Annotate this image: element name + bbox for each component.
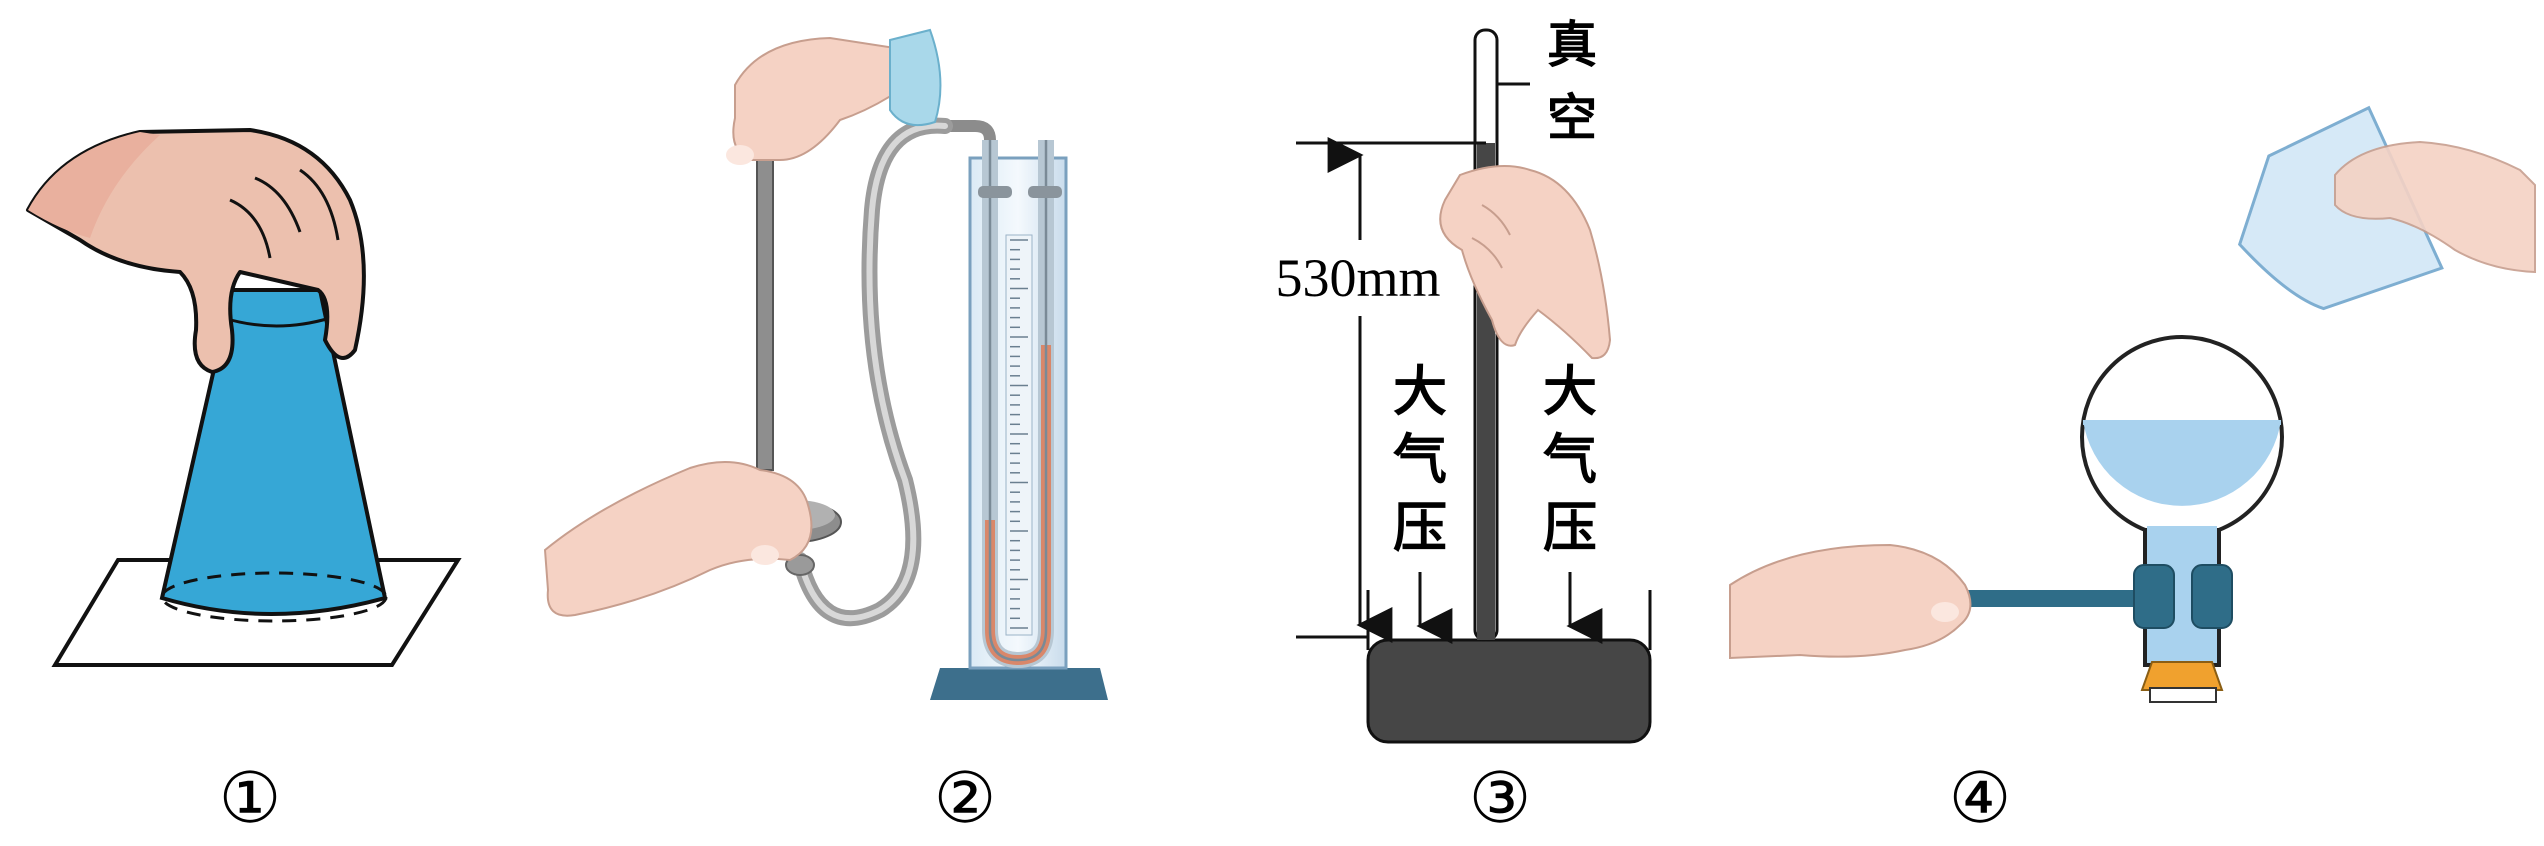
vacuum-label-2: 空 (1547, 89, 1597, 147)
atmospheric-pressure-left-1: 大 (1393, 360, 1447, 423)
height-label: 530mm (1275, 248, 1440, 308)
atmospheric-pressure-right-2: 气 (1543, 428, 1597, 491)
barometer-tube-icon (1473, 28, 1499, 642)
atmospheric-pressure-right-1: 大 (1543, 360, 1597, 423)
vacuum-label-1: 真 (1547, 16, 1597, 74)
hand-icon (726, 28, 942, 165)
gauge-stand-base (930, 668, 1108, 700)
hand-icon (26, 128, 366, 374)
atmospheric-pressure-left-2: 气 (1393, 428, 1447, 491)
mercury-basin (1366, 638, 1652, 744)
figure-1-cup-on-paper: ① (26, 128, 462, 838)
hand-icon (1439, 165, 1612, 360)
u-tube (982, 140, 1054, 669)
gauge-scale (1005, 234, 1033, 636)
figure-number-2: ② (934, 761, 997, 838)
figure-number-1: ① (219, 761, 282, 838)
hand-icon (543, 460, 813, 617)
atmospheric-pressure-right-3: 压 (1543, 496, 1597, 559)
clamp-handle (1960, 590, 2144, 607)
hand-icon (2334, 140, 2536, 274)
flask-icon (2080, 335, 2284, 667)
figure-3-torricelli-barometer: 真 空 530mm 大 气 压 大 气 压 ③ (1262, 16, 1652, 838)
rubber-stopper (2140, 661, 2224, 691)
atmospheric-pressure-left-3: 压 (1393, 496, 1447, 559)
figure-2-pressure-gauge: ② (543, 28, 1108, 838)
probe-rod (756, 139, 774, 471)
figure-number-4: ④ (1949, 761, 2012, 838)
figure-4-flask-experiment: ④ (1729, 105, 2536, 838)
figure-number-3: ③ (1469, 761, 1532, 838)
hand-icon (1729, 543, 1972, 660)
